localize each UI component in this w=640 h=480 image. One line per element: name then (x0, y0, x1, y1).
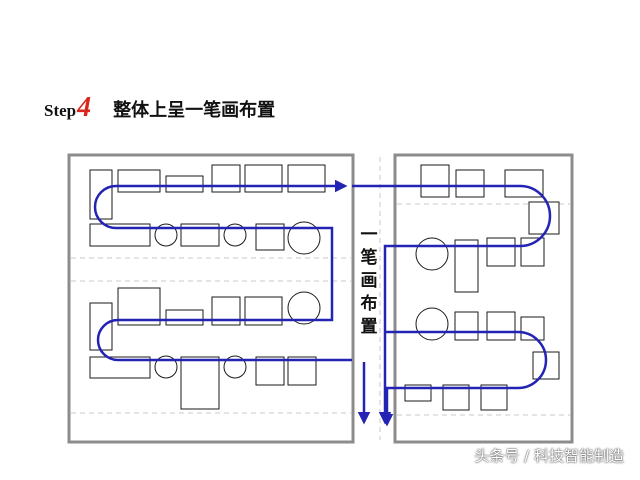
flow-path-right-lower (380, 330, 548, 427)
left-workshop-panel (67, 153, 355, 444)
vertical-label-char: 布 (360, 294, 378, 314)
equipment-left-upper (89, 164, 326, 255)
vertical-label-char: 一 (360, 225, 378, 245)
flow-path-left-upper (93, 179, 352, 362)
equipment-right (404, 164, 560, 411)
slide-title: Step 4 整体上呈一笔画布置 (44, 92, 275, 128)
vertical-label: 一 笔 画 布 置 (354, 224, 384, 339)
right-workshop-panel (393, 153, 574, 444)
vertical-label-char: 笔 (360, 248, 378, 268)
step-number: 4 (77, 92, 92, 123)
vertical-label-char: 画 (360, 271, 378, 291)
flow-path-right (352, 184, 552, 425)
title-text: 整体上呈一笔画布置 (113, 100, 276, 121)
equipment-left-lower (89, 287, 321, 410)
step-word: Step (44, 101, 77, 120)
watermark: 头条号 / 科技智能制造 (474, 447, 624, 465)
vertical-label-char: 置 (360, 317, 378, 337)
